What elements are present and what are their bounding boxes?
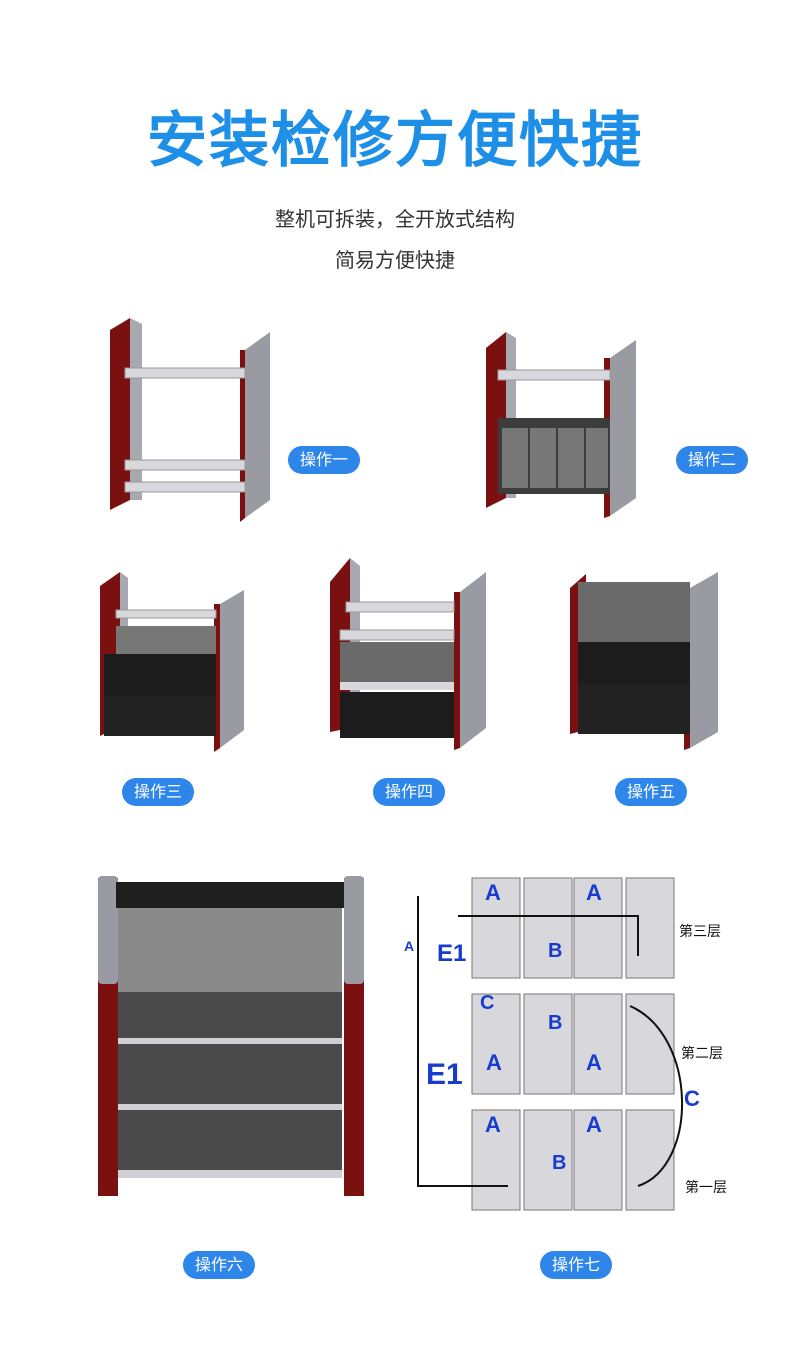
- step-1-badge: 操作一: [288, 446, 361, 474]
- rack-illustration-step-5: [568, 558, 723, 753]
- step-2-badge: 操作二: [676, 446, 749, 474]
- rack-illustration-step-6: [96, 872, 366, 1202]
- rack-illustration-step-1: [100, 310, 280, 530]
- step-5-badge: 操作五: [615, 778, 688, 806]
- wiring-label-a-breaker: A: [404, 938, 415, 954]
- rack-illustration-step-3: [96, 566, 251, 756]
- step-7-badge: 操作七: [540, 1251, 613, 1279]
- wiring-label-a-top-right: A: [586, 880, 602, 905]
- wiring-label-e1-left: E1: [426, 1058, 463, 1091]
- layer-label-first: 第一层: [685, 1180, 727, 1196]
- subtitle-line-1: 整机可拆装，全开放式结构: [275, 207, 515, 231]
- step-4-badge: 操作四: [373, 778, 446, 806]
- wiring-label-a-bottom-right: A: [586, 1112, 602, 1137]
- wiring-label-a-top-left: A: [485, 880, 501, 905]
- wiring-diagram-step-7: .: [398, 866, 758, 1236]
- step-3-badge: 操作三: [122, 778, 195, 806]
- page-title: 安装检修方便快捷: [147, 106, 643, 176]
- wiring-label-b-top: B: [548, 940, 563, 962]
- wiring-label-c-right: C: [684, 1086, 700, 1111]
- layer-label-second: 第二层: [681, 1046, 723, 1062]
- rack-illustration-step-4: [326, 552, 491, 752]
- wiring-label-a-mid-right: A: [586, 1050, 602, 1075]
- wiring-label-a-bottom-left: A: [485, 1112, 501, 1137]
- layer-label-third: 第三层: [679, 924, 721, 940]
- wiring-label-b-bottom: B: [552, 1152, 567, 1174]
- wiring-label-b-mid: B: [548, 1012, 563, 1034]
- wiring-label-e1-top: E1: [437, 940, 467, 967]
- step-6-badge: 操作六: [183, 1251, 256, 1279]
- subtitle-line-2: 简易方便快捷: [335, 248, 455, 272]
- wiring-label-c-mid: C: [480, 992, 495, 1014]
- wiring-label-a-mid-left: A: [486, 1050, 502, 1075]
- rack-illustration-step-2: [478, 318, 643, 518]
